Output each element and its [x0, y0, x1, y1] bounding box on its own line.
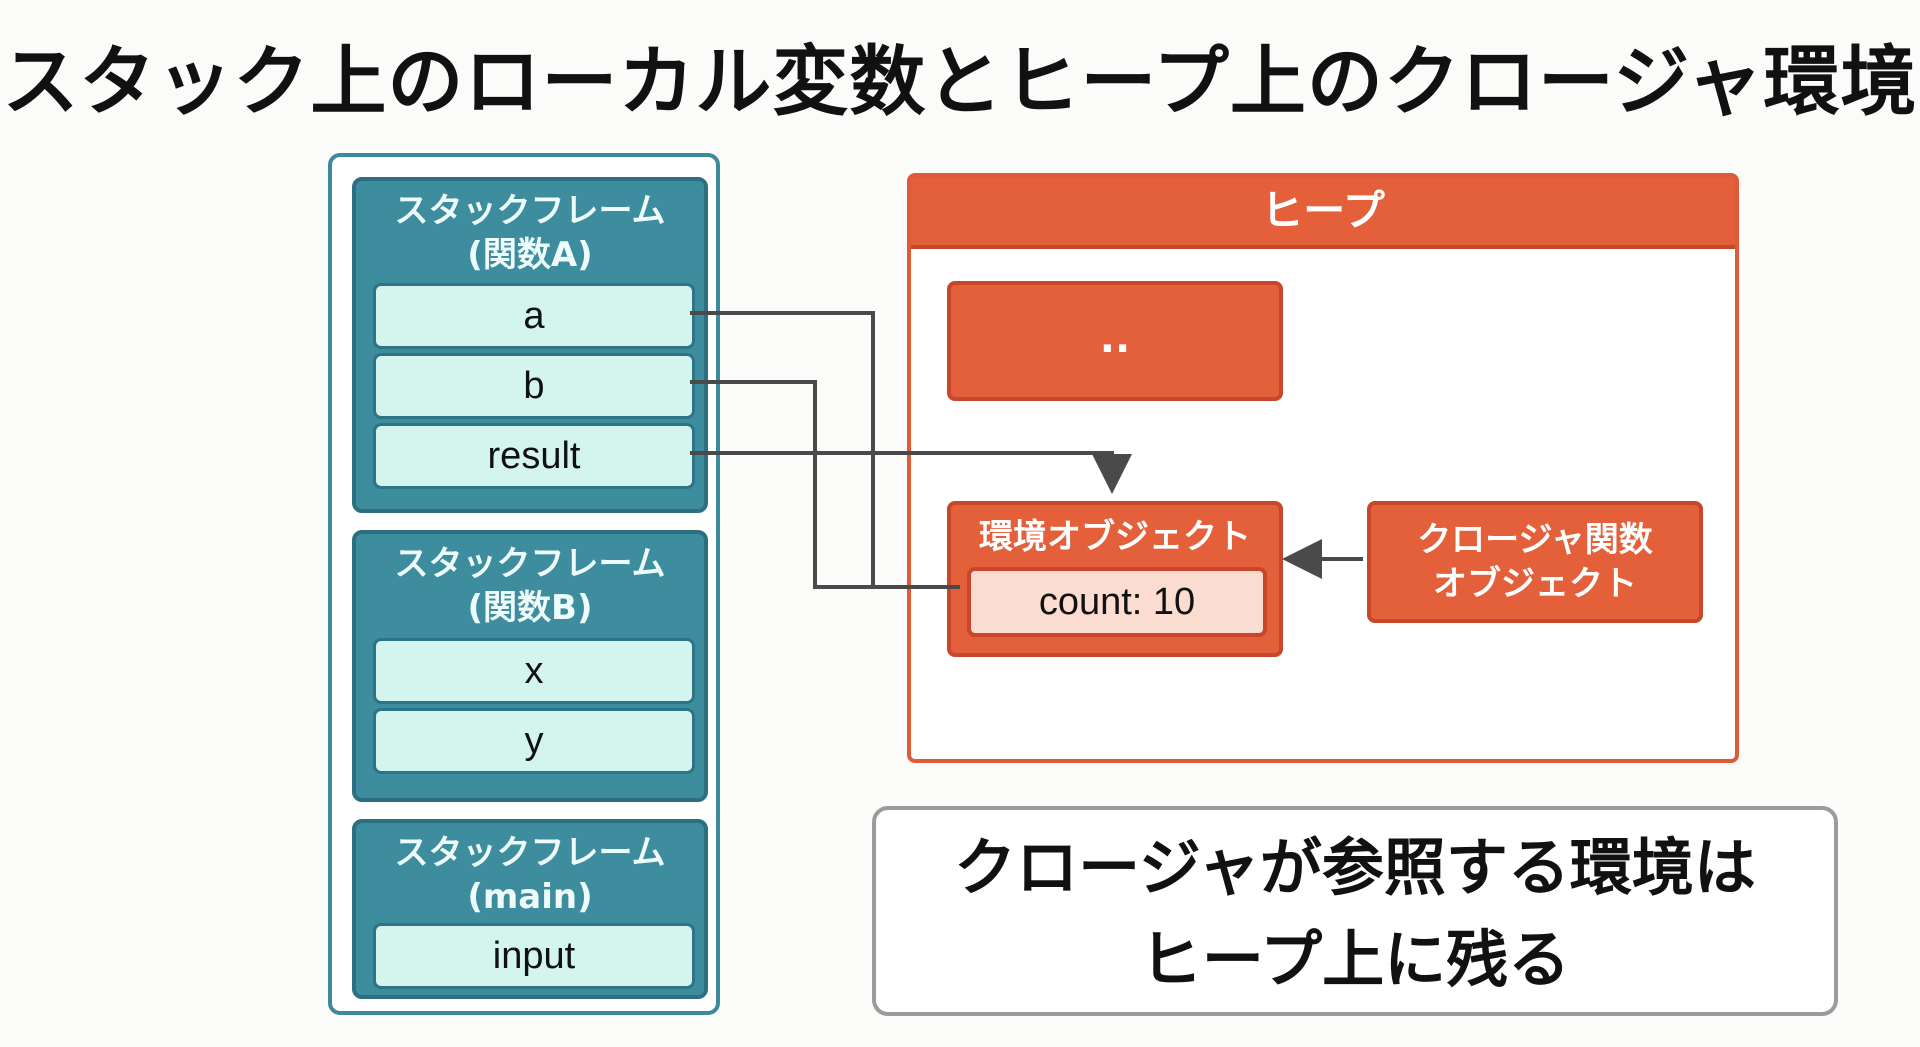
- var-y: y: [373, 708, 695, 774]
- heap-placeholder-object: ..: [947, 281, 1283, 401]
- frame-a-title-line2: (関数A): [467, 235, 593, 275]
- var-result: result: [373, 423, 695, 489]
- diagram-title: スタック上のローカル変数とヒープ上のクロージャ環境: [2, 37, 1918, 126]
- heap-header: ヒープ: [911, 177, 1735, 249]
- stack-frame-b: スタックフレーム (関数B) x y: [352, 530, 708, 802]
- var-input: input: [373, 923, 695, 989]
- count-field: count: 10: [967, 567, 1267, 637]
- stack-frame-a: スタックフレーム (関数A) a b result: [352, 177, 708, 513]
- frame-main-title-line2: (main): [467, 877, 593, 917]
- frame-a-title-line1: スタックフレーム: [394, 191, 666, 231]
- connector-result-to-env: [690, 451, 1132, 494]
- frame-b-title-line1: スタックフレーム: [394, 544, 666, 584]
- note-box: クロージャが参照する環境は ヒープ上に残る: [872, 806, 1838, 1016]
- heap-placeholder-text: ..: [1099, 316, 1131, 362]
- stack-container: スタックフレーム (関数A) a b result スタックフレーム (関数B)…: [328, 153, 720, 1015]
- connector-a-to-env: [690, 311, 960, 589]
- frame-main-title-line1: スタックフレーム: [394, 833, 666, 873]
- environment-object: 環境オブジェクト count: 10: [947, 501, 1283, 657]
- note-line2: ヒープ上に残る: [1139, 923, 1571, 996]
- var-x: x: [373, 638, 695, 704]
- closure-object-line1: クロージャ関数: [1417, 520, 1653, 560]
- var-b: b: [373, 353, 695, 419]
- heap-container: ヒープ .. 環境オブジェクト count: 10 クロージャ関数 オブジェクト: [907, 173, 1739, 763]
- var-a: a: [373, 283, 695, 349]
- note-line1: クロージャが参照する環境は: [954, 831, 1756, 904]
- connector-b-to-env: [690, 380, 873, 589]
- environment-object-title: 環境オブジェクト: [979, 517, 1251, 557]
- closure-object-line2: オブジェクト: [1433, 564, 1637, 604]
- stack-frame-main: スタックフレーム (main) input: [352, 819, 708, 999]
- closure-function-object: クロージャ関数 オブジェクト: [1367, 501, 1703, 623]
- frame-b-title-line2: (関数B): [467, 588, 593, 628]
